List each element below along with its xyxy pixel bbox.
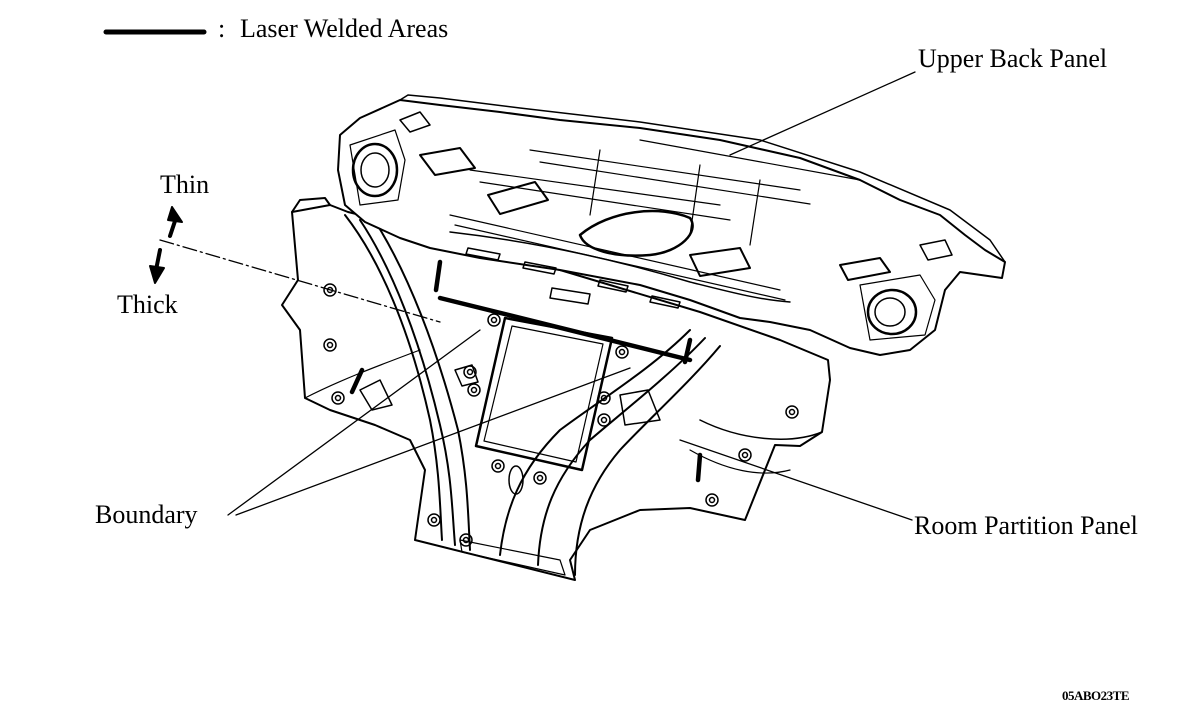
label-thin: Thin xyxy=(160,170,210,199)
leader-boundary-1 xyxy=(227,329,481,516)
label-upper-back-panel: Upper Back Panel xyxy=(918,44,1108,73)
label-boundary: Boundary xyxy=(95,500,198,529)
label-room-partition-panel: Room Partition Panel xyxy=(914,511,1138,540)
up-arrow-icon xyxy=(167,206,183,223)
upper-back-panel xyxy=(337,94,1006,356)
legend-separator: : xyxy=(218,14,226,43)
label-thick: Thick xyxy=(117,290,178,319)
figure-code: 05ABO23TE xyxy=(1062,688,1130,703)
leader-room-partition-panel xyxy=(679,439,913,521)
leader-upper-back-panel xyxy=(729,71,916,156)
leader-lines xyxy=(159,71,916,521)
down-arrow-icon xyxy=(149,265,165,284)
room-partition-panel xyxy=(281,197,831,581)
leader-boundary-2 xyxy=(235,367,631,516)
leader-thin-thick xyxy=(159,239,441,323)
thickness-arrows xyxy=(149,206,183,284)
legend-text: Laser Welded Areas xyxy=(240,14,449,43)
